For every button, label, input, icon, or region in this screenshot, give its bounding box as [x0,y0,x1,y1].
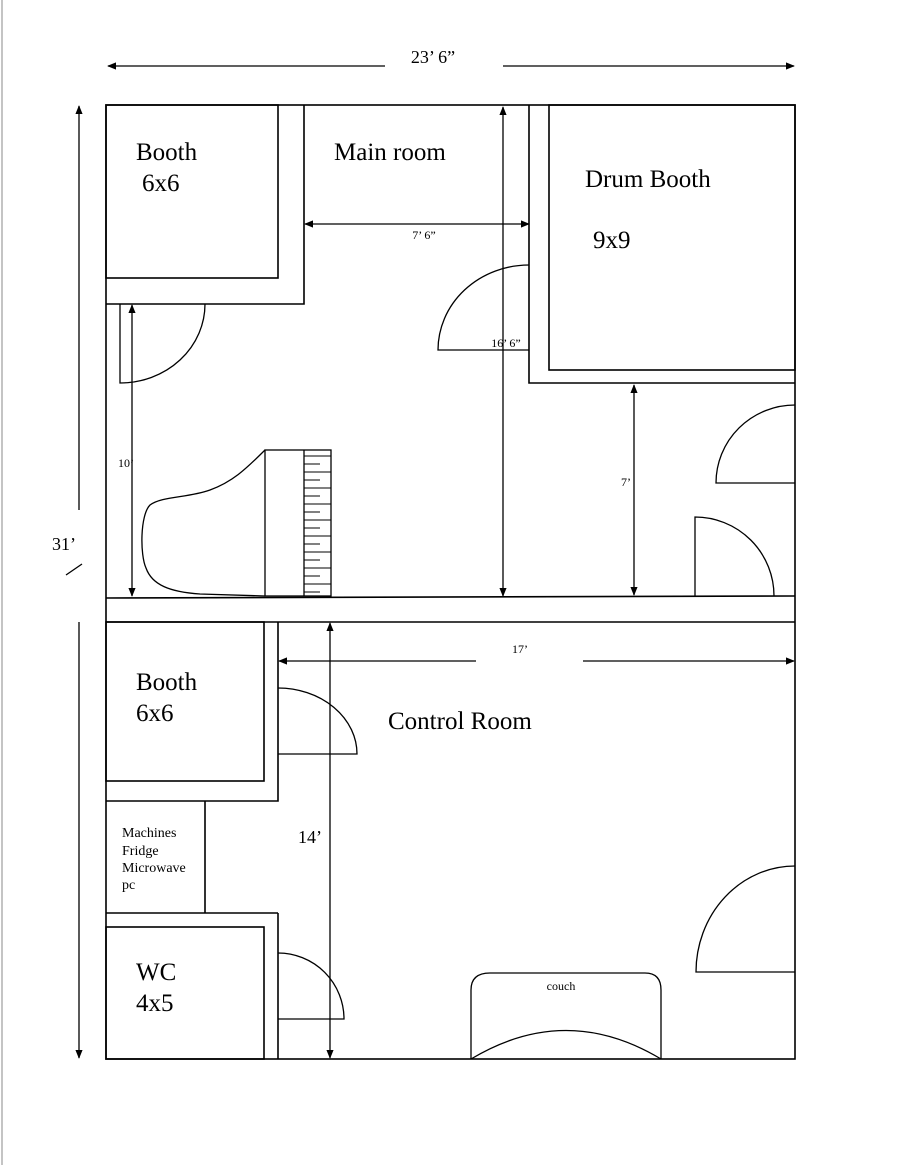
grand-piano [141,449,332,597]
couch: couch [470,972,662,1060]
drum-booth-size: 9x9 [593,227,631,254]
couch-label: couch [547,979,576,993]
control-depth-dimension: 14’ [298,622,334,1059]
main-depth-dimension: 16’ 6” [491,106,521,597]
booth-side-dimension: 10’ [118,304,136,597]
storage-item-fridge: Fridge [122,844,159,859]
main-gap-dimension: 7’ 6” [304,220,530,242]
booth-top-walls [105,104,305,305]
wc-door-swing [277,952,345,1020]
outer-wall [105,104,796,1060]
right-door-lower-swing [694,516,775,597]
control-room-door-swing [695,865,796,973]
piano-keys [304,455,331,593]
drum-booth-door-swing [437,264,530,351]
drum-booth-walls [528,104,796,384]
control-width-dimension: 17’ [278,642,795,665]
main-room-name: Main room [334,139,446,166]
booth-bottom-size: 6x6 [136,700,174,727]
booth-bottom-door-swing [277,687,358,755]
booth-top-door-swing [119,303,206,384]
booth-bottom-name: Booth [136,669,198,696]
drum-side-label: 7’ [621,475,631,489]
control-room-name: Control Room [388,708,532,735]
drum-booth-name: Drum Booth [585,166,711,193]
middle-wall [105,595,796,623]
wc-walls [105,913,279,1060]
overall-height-label: 31’ [52,534,76,554]
storage-item-machines: Machines [122,826,176,841]
booth-side-label: 10’ [118,456,134,470]
drum-side-dimension: 7’ [621,384,638,596]
control-depth-label: 14’ [298,827,322,847]
main-depth-label: 16’ 6” [491,336,520,350]
right-door-upper-swing [715,404,796,484]
booth-bottom-walls [105,621,279,802]
wc-name: WC [136,959,176,986]
overall-height-dimension: 31’ [52,105,83,1059]
storage-item-pc: pc [122,878,135,893]
booth-top-size: 6x6 [142,170,180,197]
wc-size: 4x5 [136,990,174,1017]
main-gap-label: 7’ 6” [412,228,435,242]
overall-width-dimension: 23’ 6” [107,47,795,70]
booth-top-name: Booth [136,139,198,166]
storage-walls [106,801,278,914]
storage-item-microwave: Microwave [122,861,186,876]
control-width-label: 17’ [512,642,528,656]
overall-width-label: 23’ 6” [411,47,455,67]
